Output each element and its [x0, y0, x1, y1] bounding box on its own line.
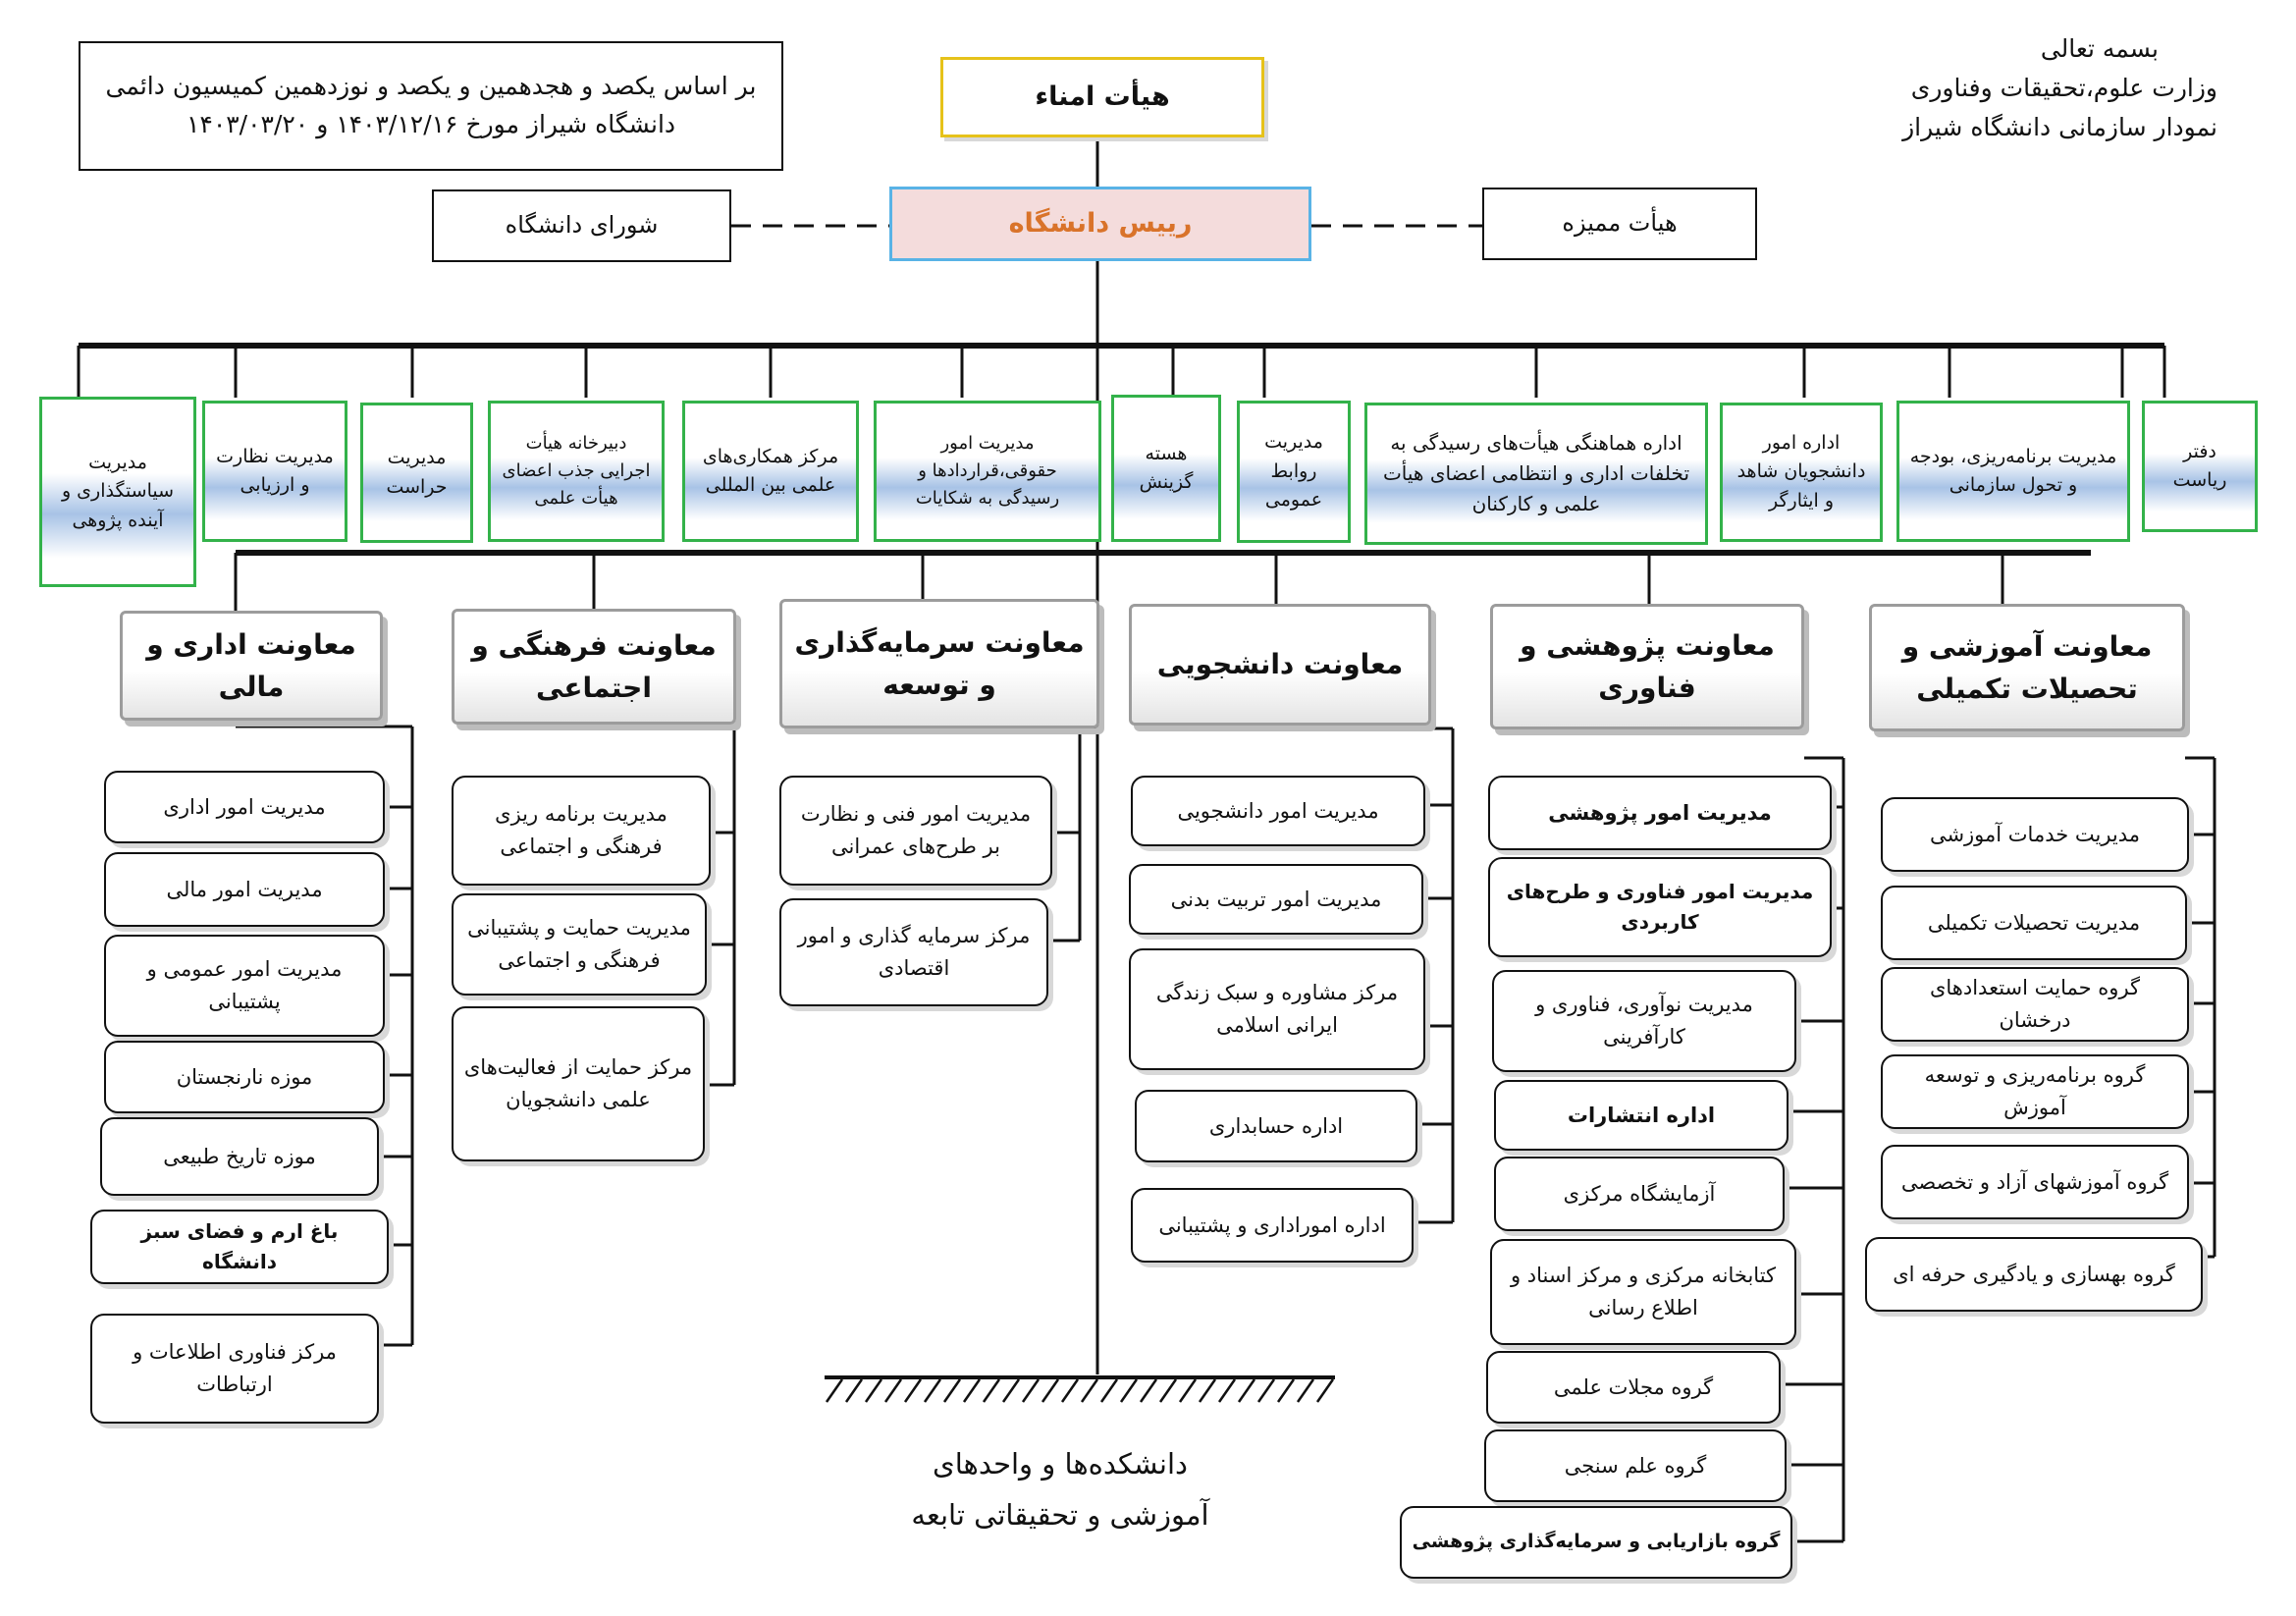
affiliated-units-label: دانشکده‌ها و واحدهای آموزشی و تحقیقاتی ت…	[864, 1438, 1256, 1540]
vp-research-box: معاونت پژوهشی و فناوری	[1490, 604, 1804, 729]
research-unit-2: مدیریت نوآوری، فناوری و کارآفرینی	[1492, 970, 1796, 1072]
staff-unit-president-office: دفتر ریاست	[2142, 401, 2258, 532]
university-council-box: شورای دانشگاه	[432, 189, 731, 262]
research-unit-5: کتابخانه مرکزی و مرکز اسناد و اطلاع رسان…	[1490, 1239, 1796, 1345]
admin-unit-3: موزه نارنجستان	[104, 1041, 385, 1113]
staff-unit-public-relations: مدیریت روابط عمومی	[1237, 401, 1351, 543]
affiliated-units-line2: آموزشی و تحقیقاتی تابعه	[911, 1498, 1209, 1533]
board-of-trustees-box: هیأت امناء	[940, 57, 1264, 137]
admin-unit-5: باغ ارم و فضای سبز دانشگاه	[90, 1210, 389, 1284]
research-unit-4: آزمایشگاه مرکزی	[1494, 1157, 1785, 1231]
staff-unit-violations-board: اداره هماهنگی هیأت‌های رسیدگی به تخلفات …	[1364, 403, 1708, 545]
staff-unit-legal-affairs: مدیریت امور حقوقی،قراردادها و رسیدگی به …	[874, 401, 1101, 542]
admin-unit-6: مرکز فناوری اطلاعات و ارتباطات	[90, 1314, 379, 1424]
staff-unit-selection-core: هسته گزینش	[1111, 395, 1221, 542]
student-unit-4: اداره اموراداری و پشتیبانی	[1131, 1188, 1414, 1263]
student-unit-0: مدیریت امور دانشجویی	[1131, 776, 1425, 846]
affiliated-units-line1: دانشکده‌ها و واحدهای	[933, 1447, 1188, 1481]
edu-unit-2: گروه حمایت استعدادهای درخشان	[1881, 967, 2189, 1042]
research-unit-7: گروه علم سنجی	[1484, 1429, 1787, 1502]
staff-unit-faculty-recruitment: دبیرخانه هیأت اجرایی جذب اعضای هیأت علمی	[488, 401, 665, 542]
student-unit-3: اداره حسابداری	[1135, 1090, 1417, 1162]
research-unit-8: گروه بازاریابی و سرمایه‌گذاری پژوهشی	[1400, 1506, 1792, 1579]
admin-unit-0: مدیریت امور اداری	[104, 771, 385, 843]
research-unit-3: اداره انتشارات	[1494, 1080, 1789, 1151]
student-unit-1: مدیریت امور تربیت بدنی	[1129, 864, 1423, 935]
ministry-text: وزارت علوم،تحقیقات وفناوری	[1910, 74, 2217, 102]
vp-student-box: معاونت دانشجویی	[1129, 604, 1431, 726]
audit-board-box: هیأت ممیزه	[1482, 188, 1757, 260]
edu-unit-1: مدیریت تحصیلات تکمیلی	[1881, 886, 2187, 960]
staff-unit-shahed-students: اداره امور دانشجویان شاهد و ایثارگر	[1720, 403, 1883, 542]
edu-unit-3: گروه برنامه‌ریزی و توسعه آموزش	[1881, 1054, 2189, 1129]
bismillah-text: بسمه تعالی	[2040, 34, 2159, 63]
header-block: بسمه تعالی وزارت علوم،تحقیقات وفناوری نم…	[1805, 29, 2217, 147]
cultural-unit-2: مرکز حمایت از فعالیت‌های علمی دانشجویان	[452, 1006, 705, 1161]
staff-unit-planning-budget: مدیریت برنامه‌ریزی، بودجه و تحول سازمانی	[1896, 401, 2130, 542]
edu-unit-5: گروه بهسازی و یادگیری حرفه ای	[1865, 1237, 2203, 1312]
vp-cultural-box: معاونت فرهنگی و اجتماعی	[452, 609, 736, 725]
research-unit-1: مدیریت امور فناوری و طرح‌های کاربردی	[1488, 857, 1832, 957]
vp-admin-finance-box: معاونت اداری و مالی	[120, 611, 383, 721]
staff-unit-supervision: مدیریت نظارت و ارزیابی	[202, 401, 347, 542]
edu-unit-0: مدیریت خدمات آموزشی	[1881, 797, 2189, 872]
investment-unit-0: مدیریت امور فنی و نظارت بر طرح‌های عمران…	[779, 776, 1052, 886]
chart-title-text: نمودار سازمانی دانشگاه شیراز	[1902, 113, 2217, 141]
vp-education-box: معاونت آموزشی و تحصیلات تکمیلی	[1869, 604, 2185, 731]
staff-unit-security: مدیریت حراست	[360, 403, 473, 543]
staff-unit-international: مرکز همکاری‌های علمی بین المللی	[682, 401, 859, 542]
approval-note: بر اساس یکصد و هجدهمین و یکصد و نوزدهمین…	[79, 41, 783, 171]
student-unit-2: مرکز مشاوره و سبک زندگی ایرانی اسلامی	[1129, 948, 1425, 1070]
research-unit-6: گروه مجلات علمی	[1486, 1351, 1781, 1424]
president-box: رییس دانشگاه	[889, 187, 1311, 261]
edu-unit-4: گروه آموزشهای آزاد و تخصصی	[1881, 1145, 2189, 1219]
research-unit-0: مدیریت امور پژوهشی	[1488, 776, 1832, 850]
vp-investment-box: معاونت سرمایه‌گذاری و توسعه	[779, 599, 1099, 728]
staff-unit-policy-foresight: مدیریت سیاستگذاری و آینده پژوهی	[39, 397, 196, 587]
admin-unit-4: موزه تاریخ طبیعی	[100, 1117, 379, 1196]
admin-unit-1: مدیریت امور مالی	[104, 852, 385, 927]
cultural-unit-1: مدیریت حمایت و پشتیبانی فرهنگی و اجتماعی	[452, 893, 707, 996]
cultural-unit-0: مدیریت برنامه ریزی فرهنگی و اجتماعی	[452, 776, 711, 886]
investment-unit-1: مرکز سرمایه گذاری و امور اقتصادی	[779, 898, 1048, 1006]
admin-unit-2: مدیریت امور عمومی و پشتیبانی	[104, 935, 385, 1037]
